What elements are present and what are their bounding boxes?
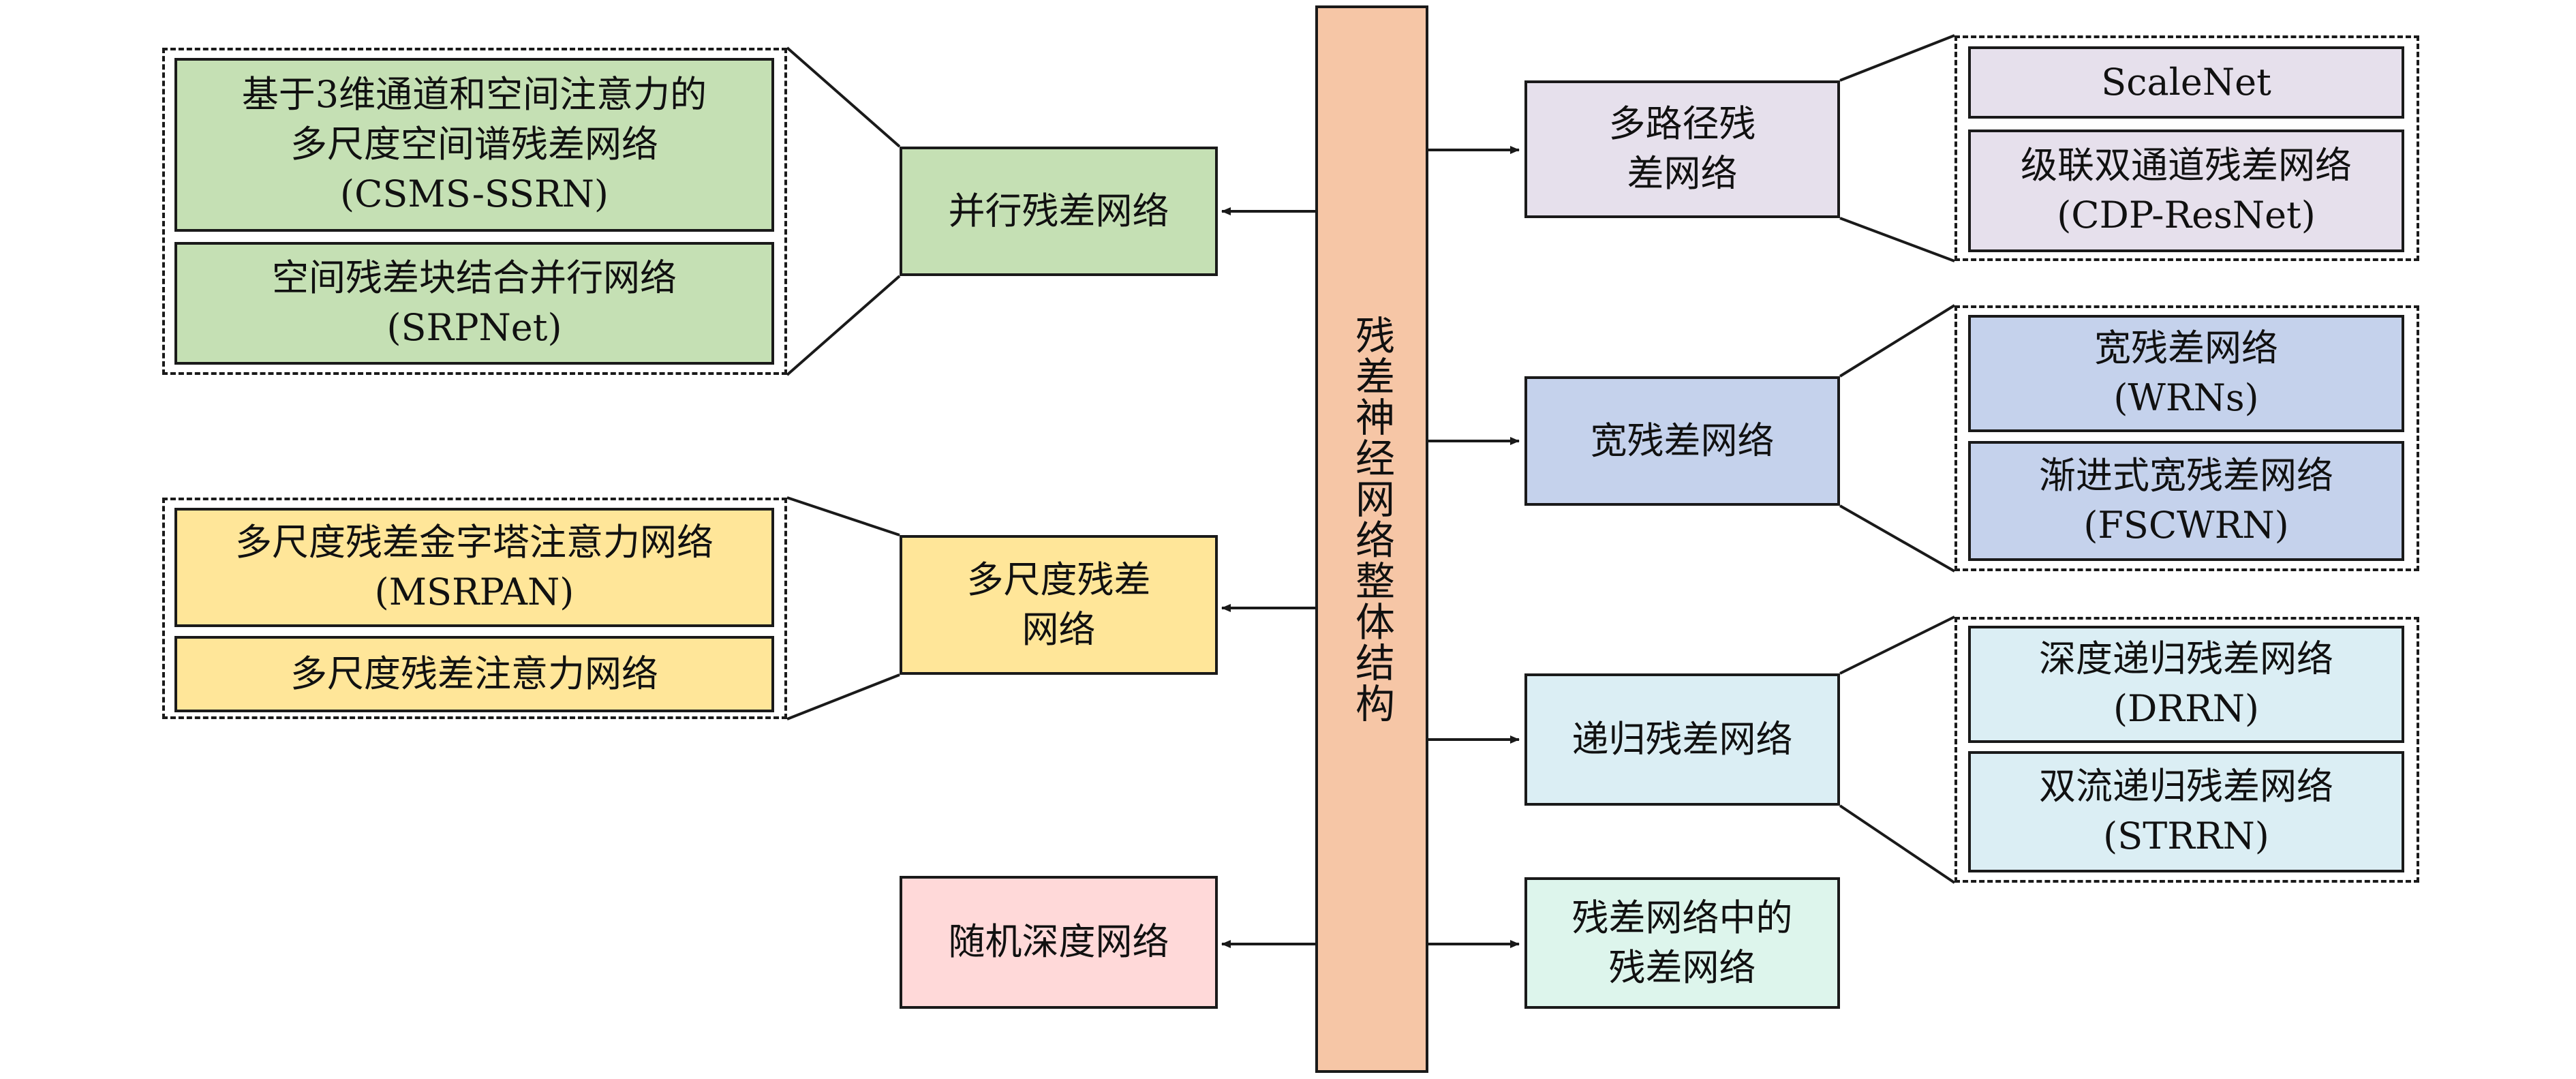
multiscale-attention-box: 多尺度残差注意力网络: [174, 636, 774, 712]
nested-residual-line-2: 残差网络: [1608, 945, 1756, 989]
nested-residual-network-box: 残差网络中的 残差网络: [1524, 877, 1840, 1009]
multipath-children-group: [1954, 35, 2419, 261]
multipath-residual-network-box: 多路径残 差网络: [1524, 80, 1840, 218]
fscwrn-line-1: 渐进式宽残差网络: [2039, 454, 2333, 498]
multiscale-attention-line-1: 多尺度残差注意力网络: [290, 652, 658, 695]
funnel-multipath-bottom: [1839, 217, 1955, 262]
csms-ssrn-box: 基于3维通道和空间注意力的 多尺度空间谱残差网络 (CSMS-SSRN): [174, 58, 774, 232]
recursive-residual-network-box: 递归残差网络: [1524, 673, 1840, 806]
csms-ssrn-line-1: 基于3维通道和空间注意力的: [241, 73, 707, 117]
parallel-children-group: [162, 48, 787, 375]
srpnet-line-1: 空间残差块结合并行网络: [272, 256, 677, 300]
msrpan-line-1: 多尺度残差金字塔注意力网络: [235, 520, 714, 564]
funnel-wide-top: [1839, 304, 1956, 378]
strrn-line-2: (STRRN): [2103, 815, 2269, 857]
multiscale-residual-line-2: 网络: [1022, 607, 1096, 651]
multiscale-children-group: [162, 498, 787, 719]
drrn-line-2: (DRRN): [2113, 687, 2259, 730]
funnel-recursive-bottom: [1839, 804, 1956, 884]
wrns-line-1: 宽残差网络: [2094, 326, 2278, 370]
center-overall-structure-box: 残差神经网络整体结构: [1315, 5, 1428, 1073]
msrpan-line-2: (MSRPAN): [374, 570, 574, 613]
msrpan-box: 多尺度残差金字塔注意力网络 (MSRPAN): [174, 508, 774, 627]
fscwrn-line-2: (FSCWRN): [2083, 504, 2289, 547]
funnel-multiscale-bottom: [786, 673, 900, 720]
csms-ssrn-line-3: (CSMS-SSRN): [340, 172, 609, 215]
funnel-recursive-top: [1839, 616, 1955, 675]
parallel-residual-network-box: 并行残差网络: [900, 147, 1218, 276]
nested-residual-line-1: 残差网络中的: [1571, 896, 1793, 939]
wide-residual-network-label: 宽残差网络: [1590, 419, 1775, 462]
stochastic-depth-network-box: 随机深度网络: [900, 876, 1218, 1009]
parallel-residual-network-label: 并行残差网络: [948, 189, 1169, 232]
drrn-box: 深度递归残差网络 (DRRN): [1968, 626, 2404, 743]
cdp-resnet-line-2: (CDP-ResNet): [2057, 194, 2316, 237]
multiscale-residual-line-1: 多尺度残差: [966, 558, 1151, 601]
strrn-line-1: 双流递归残差网络: [2039, 765, 2333, 808]
stochastic-depth-network-label: 随机深度网络: [948, 920, 1169, 964]
cdp-resnet-line-1: 级联双通道残差网络: [2021, 144, 2352, 187]
multiscale-residual-network-box: 多尺度残差 网络: [900, 535, 1218, 675]
scalenet-line-1: ScaleNet: [2101, 60, 2271, 104]
wide-residual-network-box: 宽残差网络: [1524, 376, 1840, 506]
recursive-children-group: [1954, 617, 2419, 883]
cdp-resnet-box: 级联双通道残差网络 (CDP-ResNet): [1968, 130, 2404, 252]
csms-ssrn-line-2: 多尺度空间谱残差网络: [290, 123, 658, 166]
center-label: 残差神经网络整体结构: [1349, 315, 1395, 724]
funnel-wide-bottom: [1839, 504, 1955, 573]
drrn-line-1: 深度递归残差网络: [2039, 637, 2333, 681]
fscwrn-box: 渐进式宽残差网络 (FSCWRN): [1968, 441, 2404, 561]
multipath-residual-line-2: 差网络: [1627, 152, 1738, 195]
funnel-parallel-bottom: [786, 275, 901, 376]
srpnet-box: 空间残差块结合并行网络 (SRPNet): [174, 242, 774, 365]
funnel-multipath-top: [1839, 34, 1955, 82]
wide-children-group: [1954, 305, 2419, 571]
srpnet-line-2: (SRPNet): [386, 306, 562, 349]
recursive-residual-network-label: 递归残差网络: [1571, 717, 1793, 761]
strrn-box: 双流递归残差网络 (STRRN): [1968, 751, 2404, 872]
wrns-line-2: (WRNs): [2113, 376, 2259, 419]
funnel-parallel-top: [786, 46, 901, 148]
multipath-residual-line-1: 多路径残: [1608, 102, 1756, 146]
funnel-multiscale-top: [786, 496, 900, 536]
scalenet-box: ScaleNet: [1968, 46, 2404, 119]
wrns-box: 宽残差网络 (WRNs): [1968, 315, 2404, 432]
